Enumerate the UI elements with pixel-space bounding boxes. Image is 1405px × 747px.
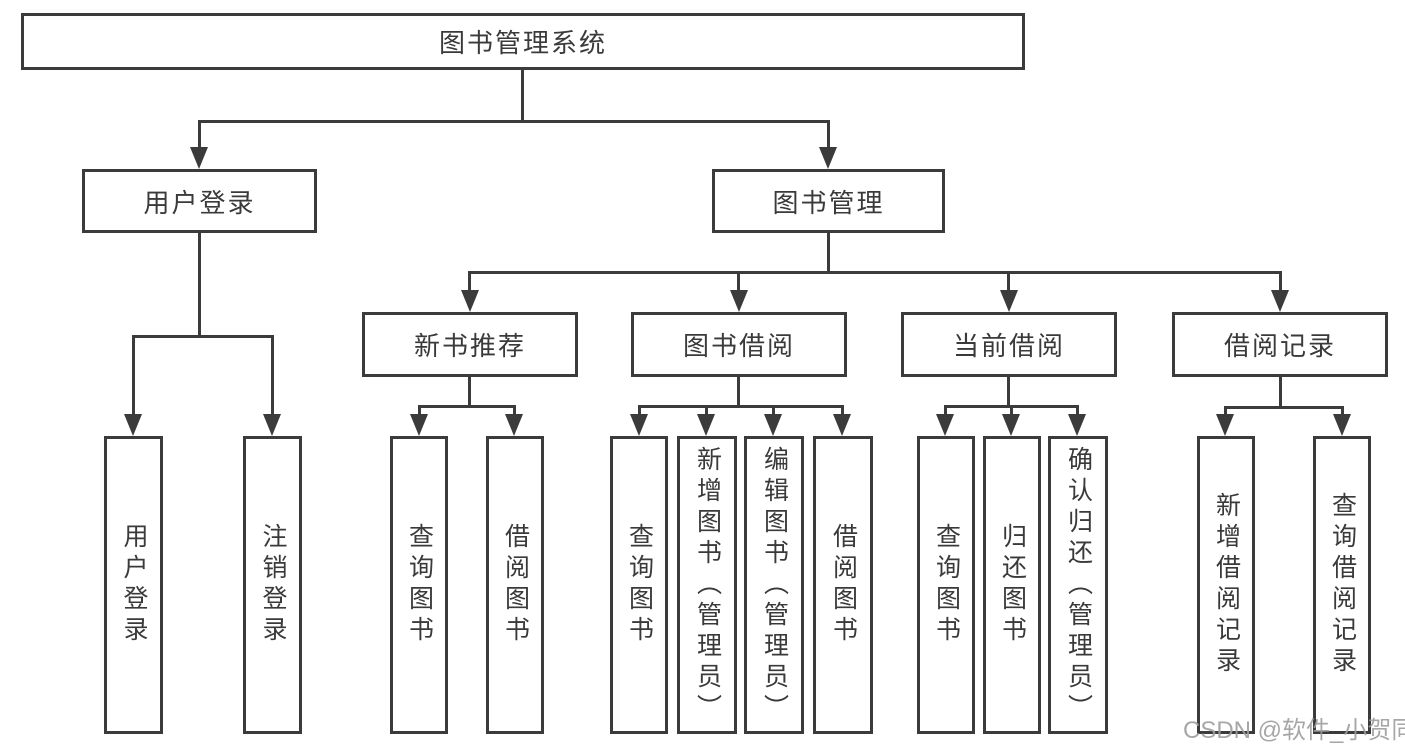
leaf-edit-book-admin: 编辑图书（管理员） — [744, 436, 804, 734]
leaf-label: 查询图书 — [625, 523, 654, 647]
connector-line — [198, 120, 201, 150]
connector-line — [827, 233, 830, 273]
leaf-confirm-return-admin: 确认归还（管理员） — [1048, 436, 1108, 734]
connector-line — [1224, 406, 1227, 417]
arrowhead-down-icon — [1271, 290, 1289, 312]
node-user-login: 用户登录 — [82, 169, 317, 233]
connector-line — [1007, 377, 1010, 407]
arrowhead-down-icon — [1216, 414, 1234, 436]
leaf-label: 查询图书 — [932, 523, 961, 647]
connector-line — [1224, 406, 1344, 409]
connector-line — [271, 335, 274, 417]
connector-line — [132, 335, 274, 338]
connector-line — [468, 271, 471, 293]
connector-line — [468, 377, 471, 407]
node-book-management: 图书管理 — [712, 169, 945, 233]
node-borrow-record: 借阅记录 — [1172, 312, 1388, 377]
connector-line — [468, 271, 1282, 274]
leaf-user-login: 用户登录 — [104, 436, 163, 734]
node-label: 图书借阅 — [682, 331, 795, 361]
node-label: 图书管理 — [772, 187, 885, 218]
connector-line — [944, 405, 947, 417]
leaf-query-books-current: 查询图书 — [917, 436, 975, 734]
connector-line — [513, 405, 516, 417]
connector-line — [737, 271, 740, 293]
arrowhead-down-icon — [1068, 414, 1086, 436]
arrowhead-down-icon — [1333, 414, 1351, 436]
leaf-label: 用户登录 — [120, 523, 148, 647]
connector-line — [1279, 271, 1282, 293]
leaf-query-borrow-record: 查询借阅记录 — [1313, 436, 1371, 734]
arrowhead-down-icon — [730, 290, 748, 312]
leaf-label: 新增借阅记录 — [1212, 492, 1241, 678]
arrowhead-down-icon — [410, 414, 428, 436]
arrowhead-down-icon — [461, 290, 479, 312]
leaf-label: 编辑图书（管理员） — [760, 445, 789, 725]
connector-line — [638, 405, 641, 417]
arrowhead-down-icon — [1002, 414, 1020, 436]
connector-line — [841, 405, 844, 417]
arrowhead-down-icon — [1000, 290, 1018, 312]
connector-line — [521, 70, 524, 120]
connector-line — [737, 377, 740, 407]
leaf-label: 归还图书 — [998, 523, 1027, 647]
connector-line — [1076, 405, 1079, 417]
connector-line — [198, 120, 830, 123]
leaf-label: 借阅图书 — [501, 523, 530, 647]
node-label: 用户登录 — [143, 187, 256, 218]
arrowhead-down-icon — [505, 414, 523, 436]
leaf-add-borrow-record: 新增借阅记录 — [1197, 436, 1255, 734]
leaf-label: 注销登录 — [259, 523, 287, 647]
arrowhead-down-icon — [697, 414, 715, 436]
arrowhead-down-icon — [190, 147, 208, 169]
connector-line — [772, 405, 775, 417]
connector-line — [827, 120, 830, 150]
leaf-label: 借阅图书 — [829, 523, 858, 647]
arrowhead-down-icon — [263, 414, 281, 436]
leaf-borrow-books-recommend: 借阅图书 — [486, 436, 544, 734]
connector-line — [418, 405, 516, 408]
connector-line — [1007, 271, 1010, 293]
leaf-label: 查询借阅记录 — [1328, 492, 1357, 678]
leaf-label: 确认归还（管理员） — [1064, 445, 1093, 725]
arrowhead-down-icon — [833, 414, 851, 436]
arrowhead-down-icon — [764, 414, 782, 436]
connector-line — [418, 405, 421, 417]
csdn-watermark: CSDN @软件_小贺同学 — [1183, 717, 1405, 744]
leaf-query-books-recommend: 查询图书 — [390, 436, 448, 734]
connector-line — [198, 233, 201, 337]
connector-line — [1279, 377, 1282, 408]
node-label: 新书推荐 — [413, 331, 526, 361]
arrowhead-down-icon — [124, 414, 142, 436]
node-label: 图书管理系统 — [438, 28, 607, 58]
leaf-query-books-borrow: 查询图书 — [610, 436, 668, 734]
arrowhead-down-icon — [936, 414, 954, 436]
node-label: 借阅记录 — [1223, 331, 1336, 361]
leaf-return-book: 归还图书 — [983, 436, 1041, 734]
connector-line — [1010, 405, 1013, 417]
node-new-book-recommend: 新书推荐 — [362, 312, 578, 377]
leaf-logout: 注销登录 — [243, 436, 302, 734]
connector-line — [132, 335, 135, 417]
leaf-borrow-books-borrow: 借阅图书 — [813, 436, 873, 734]
leaf-label: 查询图书 — [405, 523, 434, 647]
node-book-borrow: 图书借阅 — [631, 312, 847, 377]
leaf-label: 新增图书（管理员） — [693, 445, 722, 725]
connector-line — [638, 405, 844, 408]
node-library-management-system: 图书管理系统 — [21, 13, 1025, 70]
node-label: 当前借阅 — [952, 331, 1065, 361]
connector-line — [705, 405, 708, 417]
leaf-add-book-admin: 新增图书（管理员） — [677, 436, 737, 734]
arrowhead-down-icon — [819, 147, 837, 169]
arrowhead-down-icon — [630, 414, 648, 436]
node-current-borrow: 当前借阅 — [901, 312, 1117, 377]
connector-line — [1341, 406, 1344, 417]
